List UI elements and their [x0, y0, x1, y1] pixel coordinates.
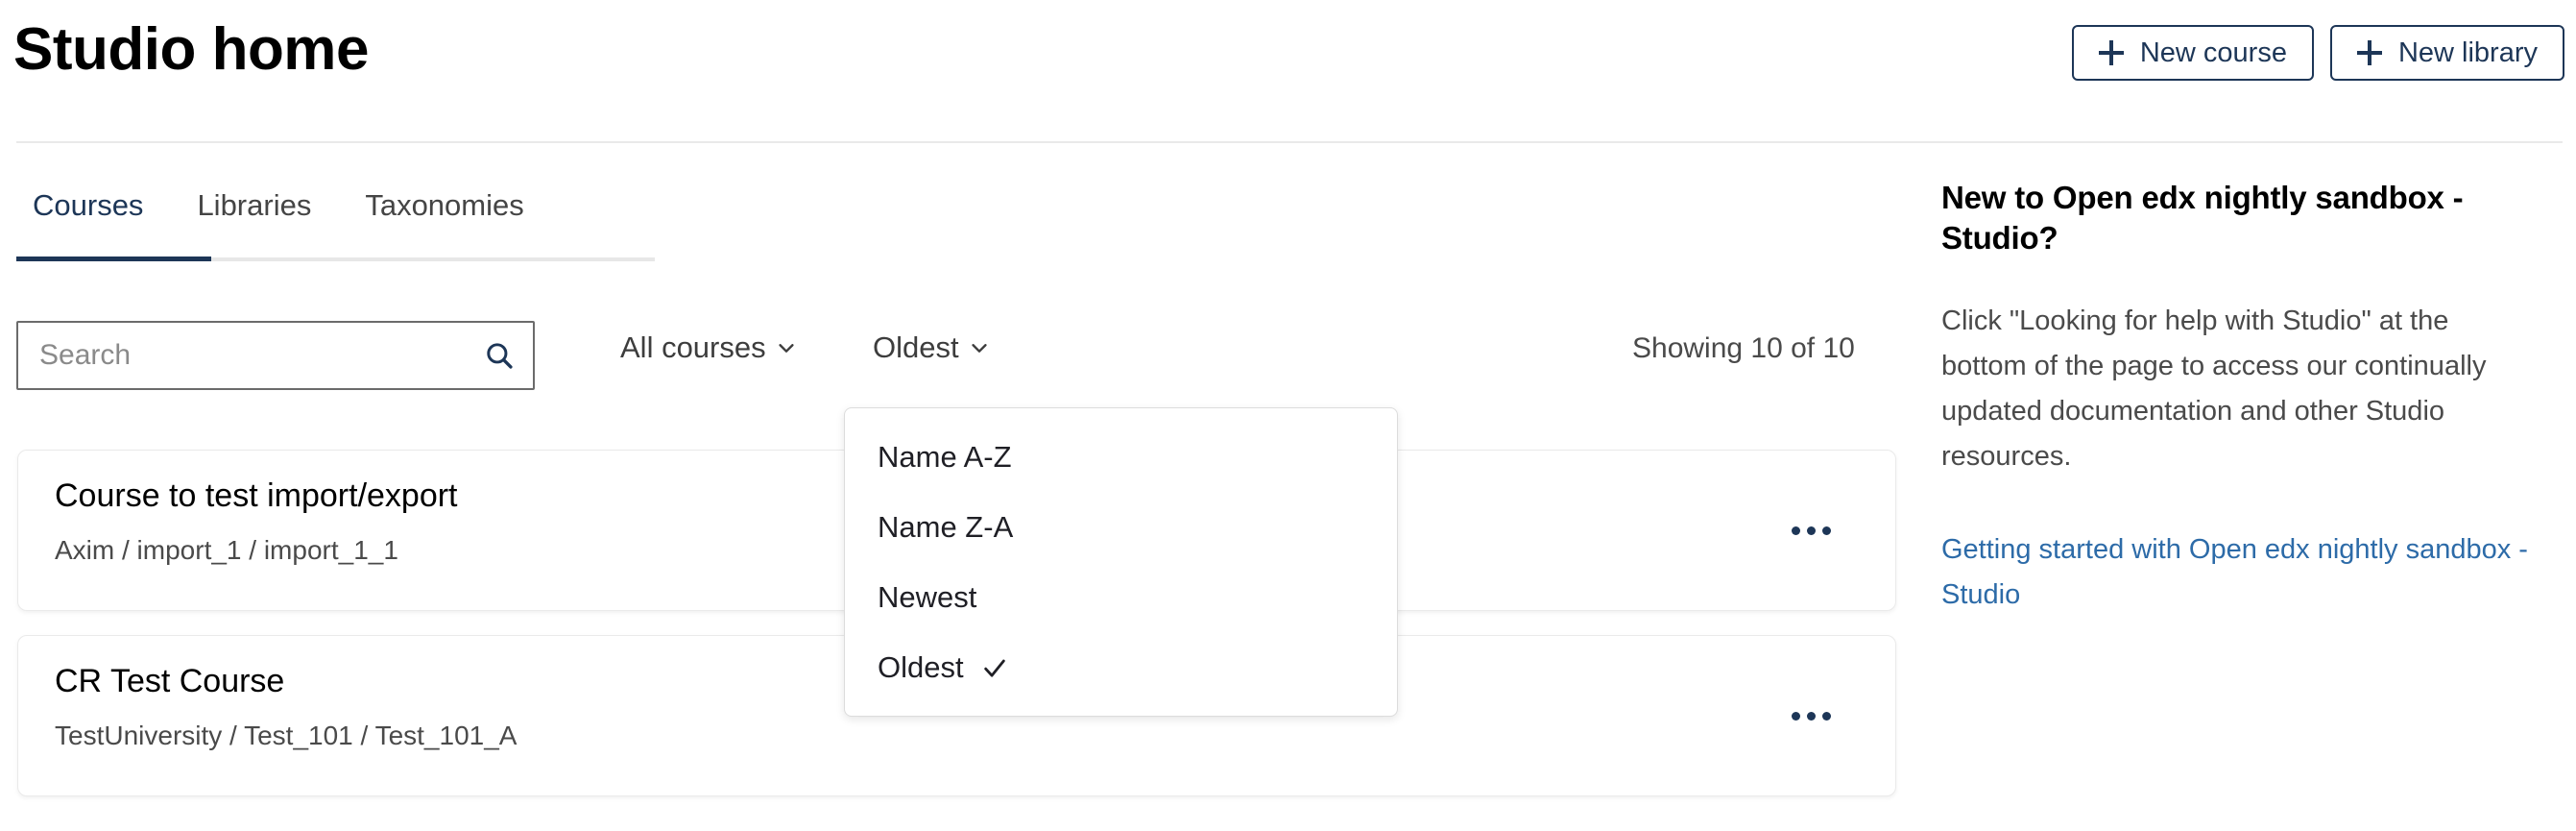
- getting-started-link[interactable]: Getting started with Open edx nightly sa…: [1941, 534, 2528, 611]
- sort-menu-item-label: Name A-Z: [878, 439, 1012, 474]
- header-actions: New course New library: [2071, 25, 2564, 81]
- tabs-bar: Courses Libraries Taxonomies: [0, 183, 672, 269]
- sort-menu-item-newest[interactable]: Newest: [845, 562, 1397, 632]
- course-card-menu-button[interactable]: [1784, 689, 1838, 743]
- course-card-menu-button[interactable]: [1784, 503, 1838, 557]
- new-course-label: New course: [2139, 37, 2287, 68]
- ellipsis-icon: [1806, 711, 1816, 721]
- chevron-down-icon: [972, 344, 987, 353]
- tabs-list: Courses Libraries Taxonomies: [16, 183, 551, 248]
- tab-courses[interactable]: Courses: [33, 188, 144, 222]
- search-field[interactable]: [16, 321, 535, 390]
- sidebar-heading: New to Open edx nightly sandbox - Studio…: [1941, 180, 2464, 257]
- course-title: CR Test Course: [55, 663, 285, 699]
- new-library-label: New library: [2397, 37, 2538, 68]
- page-header: Studio home New course New library: [0, 0, 2576, 142]
- tabs-baseline: [16, 257, 655, 261]
- header-divider: [16, 141, 2563, 143]
- plus-icon: [2098, 40, 2124, 65]
- course-org-path: TestUniversity / Test_101 / Test_101_A: [55, 721, 518, 750]
- sort-menu-item-name-z-a[interactable]: Name Z-A: [845, 492, 1397, 562]
- sort-menu-item-oldest[interactable]: Oldest: [845, 632, 1397, 702]
- sidebar-body-text: Click "Looking for help with Studio" at …: [1941, 306, 2487, 473]
- ellipsis-icon: [1821, 525, 1831, 535]
- course-title: Course to test import/export: [55, 477, 458, 514]
- active-tab-indicator: [16, 257, 211, 261]
- filter-courses-label: All courses: [620, 330, 766, 364]
- plus-icon: [2356, 40, 2382, 65]
- chevron-down-icon: [779, 344, 794, 353]
- sort-dropdown[interactable]: Oldest: [867, 327, 996, 369]
- page-title: Studio home: [13, 16, 369, 83]
- sort-menu-item-name-a-z[interactable]: Name A-Z: [845, 422, 1397, 492]
- help-sidebar: New to Open edx nightly sandbox - Studio…: [1941, 178, 2556, 618]
- sort-dropdown-label: Oldest: [873, 330, 959, 364]
- ellipsis-icon: [1791, 525, 1800, 535]
- ellipsis-icon: [1821, 711, 1831, 721]
- ellipsis-icon: [1806, 525, 1816, 535]
- showing-count: Showing 10 of 10: [1632, 332, 1855, 364]
- ellipsis-icon: [1791, 711, 1800, 721]
- search-input[interactable]: [39, 323, 483, 388]
- course-org-path: Axim / import_1 / import_1_1: [55, 535, 398, 565]
- controls-row: All courses Oldest Showing 10 of 10: [0, 317, 1920, 394]
- new-course-button[interactable]: New course: [2071, 25, 2314, 81]
- sort-dropdown-menu: Name A-Z Name Z-A Newest Oldest: [844, 407, 1398, 717]
- new-library-button[interactable]: New library: [2329, 25, 2564, 81]
- tab-libraries[interactable]: Libraries: [197, 188, 312, 222]
- filter-courses-dropdown[interactable]: All courses: [614, 327, 803, 369]
- sort-menu-item-label: Oldest: [878, 649, 964, 684]
- check-icon: [983, 659, 1005, 677]
- tab-taxonomies[interactable]: Taxonomies: [365, 188, 524, 222]
- sort-menu-item-label: Name Z-A: [878, 509, 1014, 544]
- sort-menu-item-label: Newest: [878, 579, 977, 614]
- search-icon[interactable]: [483, 339, 516, 372]
